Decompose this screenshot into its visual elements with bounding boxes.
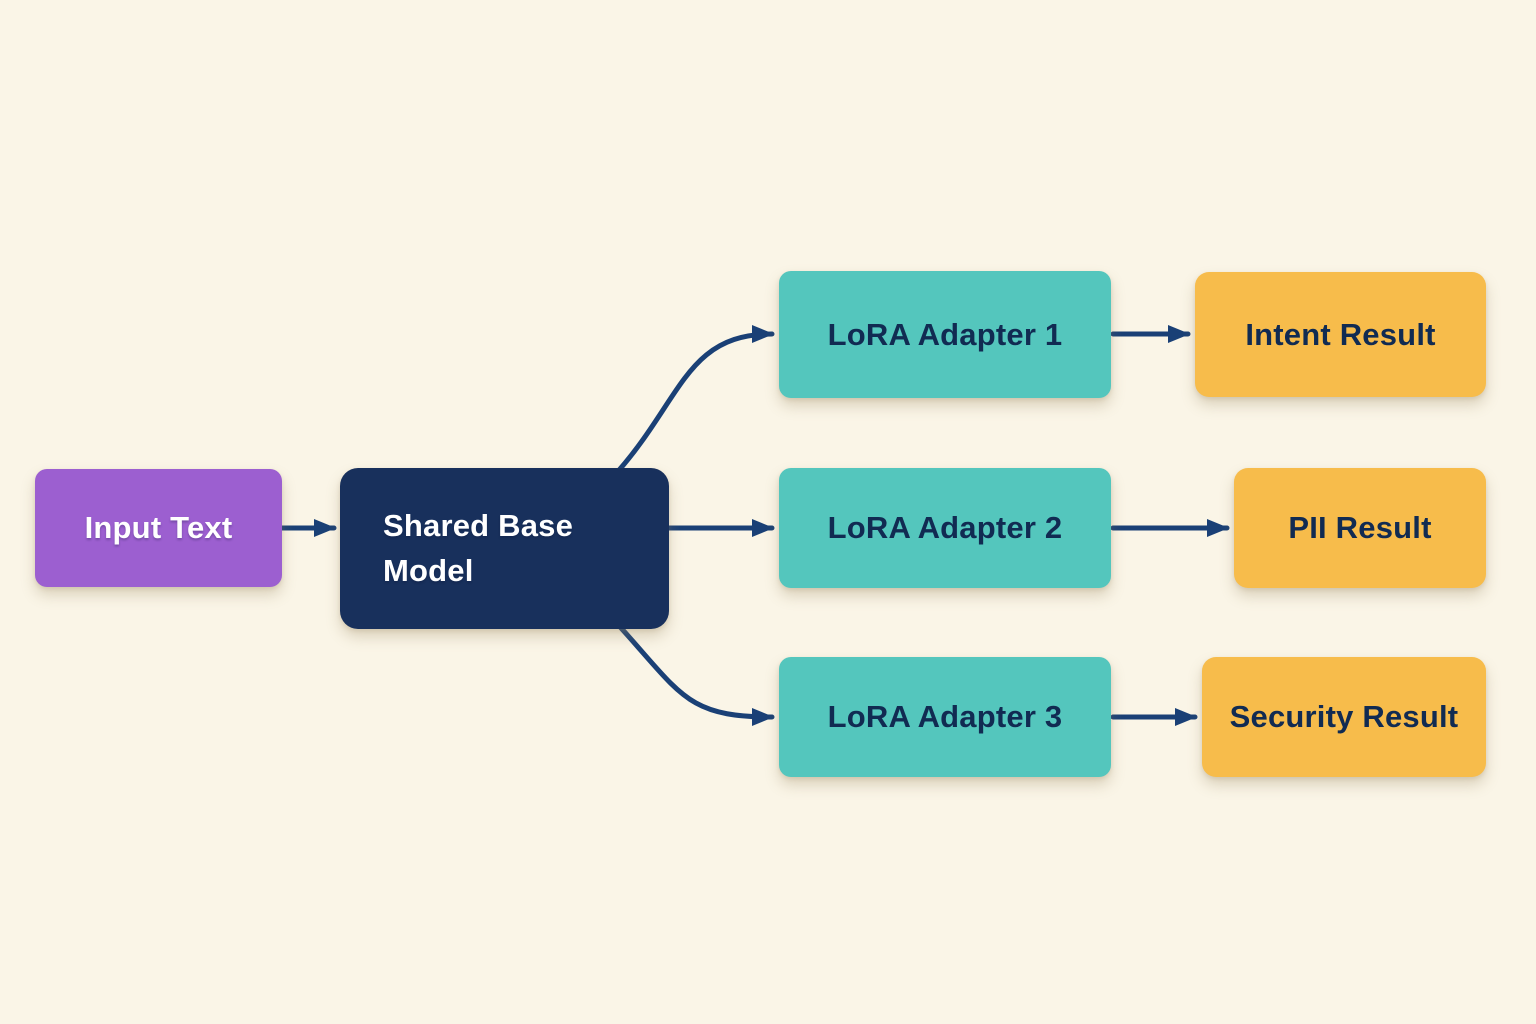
node-lora-adapter-2: LoRA Adapter 2 [779, 468, 1111, 588]
node-security-result-label: Security Result [1229, 699, 1459, 734]
node-pii-result: PII Result [1234, 468, 1486, 588]
node-lora-adapter-3: LoRA Adapter 3 [779, 657, 1111, 777]
node-input-text-label: Input Text [84, 510, 233, 545]
edge-base-to-adapter-1 [609, 325, 775, 481]
node-security-result: Security Result [1202, 657, 1486, 777]
node-shared-base-model: Shared Base Model [340, 468, 669, 629]
node-lora-adapter-1-label: LoRA Adapter 1 [827, 316, 1063, 352]
node-intent-result-label: Intent Result [1245, 316, 1436, 352]
edge-base-to-adapter-3 [609, 615, 775, 726]
node-shared-base-model-label: Shared Base Model [383, 508, 574, 588]
node-lora-adapter-3-label: LoRA Adapter 3 [827, 699, 1063, 734]
node-pii-result-label: PII Result [1288, 510, 1432, 545]
node-lora-adapter-1: LoRA Adapter 1 [779, 271, 1111, 398]
node-lora-adapter-2-label: LoRA Adapter 2 [827, 510, 1063, 545]
node-input-text: Input Text [35, 469, 282, 587]
node-intent-result: Intent Result [1195, 272, 1486, 397]
